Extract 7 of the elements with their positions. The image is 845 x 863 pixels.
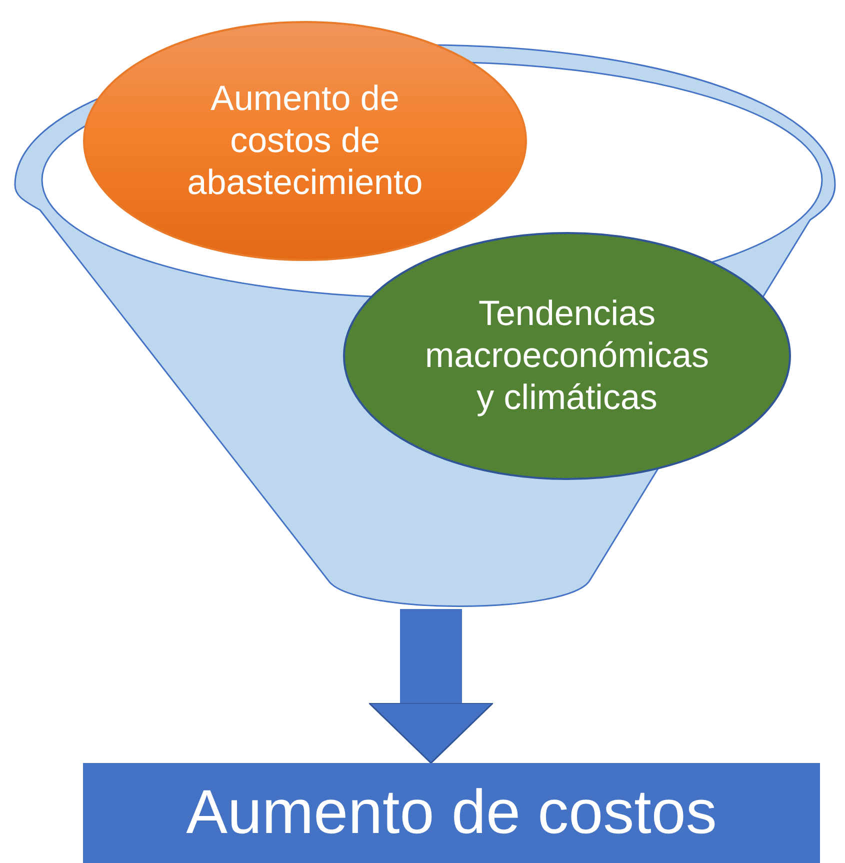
result-box (83, 763, 820, 863)
ellipse-label: Aumento de costos de abastecimiento (186, 78, 424, 204)
ellipse-label: Tendencias macroeconómicas y climáticas (424, 293, 710, 419)
arrow (368, 609, 494, 764)
box-label: Aumento de costos (186, 776, 717, 849)
ellipse-node (82, 20, 528, 262)
ellipse-node (342, 231, 792, 481)
